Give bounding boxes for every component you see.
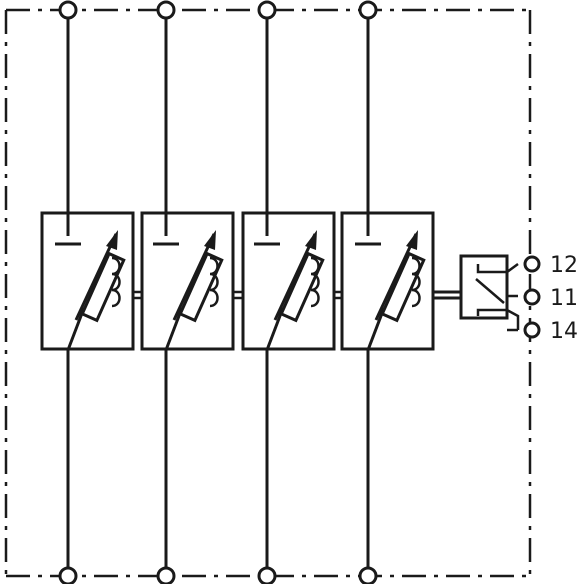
varistor-module-1-varistor-body [80, 251, 126, 323]
varistor-module-3-thermal-coil [310, 256, 320, 308]
varistor-module-1 [40, 0, 142, 584]
varistor-module-2-varistor-arrow [172, 233, 216, 321]
varistor-module-2-varistor-body [178, 251, 224, 323]
varistor-module-2-thermal-coil [209, 256, 219, 308]
varistor-module-4-top-terminal [358, 0, 378, 20]
varistor-module-4 [340, 0, 435, 584]
aux-contact-blade [475, 278, 505, 304]
varistor-module-3-housing [241, 211, 336, 351]
aux-terminal-14 [523, 321, 541, 339]
varistor-module-4-housing [340, 211, 435, 351]
aux-contact-box [459, 254, 509, 320]
varistor-module-1-housing [40, 211, 135, 351]
varistor-module-1-top-terminal [58, 0, 78, 20]
varistor-module-2-housing [140, 211, 235, 351]
varistor-module-4-bottom-terminal [358, 566, 378, 584]
varistor-module-3-varistor-body [279, 251, 325, 323]
varistor-module-2 [140, 0, 243, 584]
aux-terminal-label-12: 12 [550, 253, 578, 278]
varistor-module-3-varistor-arrowhead [305, 230, 317, 250]
aux-contact-14-path [476, 308, 520, 330]
aux-terminal-11 [523, 288, 541, 306]
varistor-module-2-bottom-terminal [156, 566, 176, 584]
varistor-module-4-varistor-arrowhead [406, 230, 418, 250]
varistor-module-1-thermal-coil [111, 256, 121, 308]
varistor-module-3-top-terminal [257, 0, 277, 20]
varistor-module-1-varistor-arrowhead [106, 230, 118, 250]
varistor-module-4-varistor-body [380, 251, 426, 323]
varistor-module-1-varistor-arrow [74, 233, 118, 321]
varistor-module-2-top-terminal [156, 0, 176, 20]
varistor-module-4-varistor-arrow [374, 233, 418, 321]
varistor-module-3 [241, 0, 342, 584]
varistor-module-1-bottom-terminal [58, 566, 78, 584]
varistor-module-2-varistor-arrowhead [204, 230, 216, 250]
varistor-module-3-bottom-terminal [257, 566, 277, 584]
varistor-module-3-varistor-arrow [273, 233, 317, 321]
aux-terminal-label-11: 11 [550, 286, 578, 311]
aux-terminal-label-14: 14 [550, 319, 578, 344]
varistor-module-4-thermal-coil [411, 256, 421, 308]
aux-terminal-12 [523, 255, 541, 273]
auxiliary-contact: 12 11 14 [433, 253, 578, 344]
aux-contact-12-path [476, 262, 519, 274]
